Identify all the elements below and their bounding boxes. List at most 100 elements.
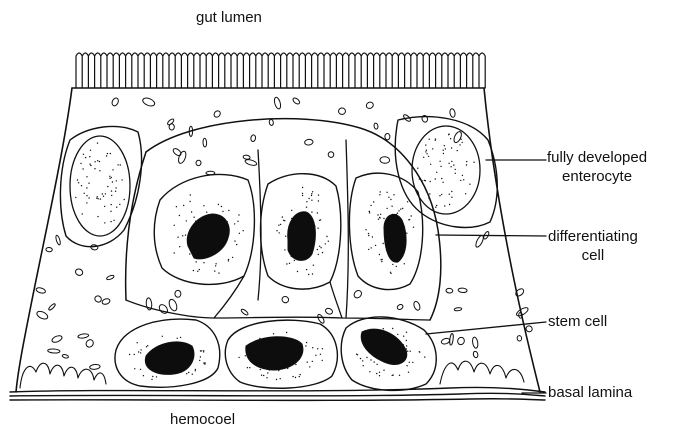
chromatin-dot	[190, 356, 191, 357]
chromatin-dot	[312, 191, 313, 192]
chromatin-dot	[393, 194, 394, 195]
chromatin-dot	[276, 230, 277, 231]
organelle	[338, 107, 346, 115]
chromatin-dot	[379, 372, 380, 373]
chromatin-dot	[423, 157, 424, 158]
chromatin-dot	[296, 361, 297, 362]
chromatin-dot	[97, 142, 98, 143]
enterocyte-nucleus-right	[412, 126, 480, 214]
enterocyte-nucleus-left	[70, 136, 130, 236]
chromatin-dot	[390, 255, 391, 256]
chromatin-dot	[325, 243, 326, 244]
organelle	[168, 298, 179, 312]
chromatin-dot	[99, 161, 100, 162]
chromatin-dot	[294, 260, 295, 261]
chromatin-dot	[206, 212, 207, 213]
chromatin-dot	[448, 163, 449, 164]
chromatin-dot	[82, 213, 83, 214]
chromatin-dot	[143, 375, 144, 376]
chromatin-dot	[449, 194, 450, 195]
organelle	[177, 150, 187, 164]
chromatin-dot	[227, 225, 228, 226]
chromatin-dot	[291, 218, 292, 219]
chromatin-dot	[428, 156, 429, 157]
chromatin-dot	[107, 186, 108, 187]
chromatin-dot	[145, 361, 146, 362]
chromatin-dot	[282, 216, 283, 217]
chromatin-dot	[117, 164, 118, 165]
chromatin-dot	[299, 359, 300, 360]
chromatin-dot	[379, 254, 380, 255]
label-fully-developed-line2: enterocyte	[547, 167, 647, 186]
chromatin-dot	[368, 233, 369, 234]
organelle	[244, 159, 257, 167]
organelle	[48, 303, 56, 311]
chromatin-dot	[383, 360, 384, 361]
chromatin-dot	[204, 362, 205, 363]
chromatin-dot	[306, 269, 307, 270]
microvilli-path	[76, 53, 485, 88]
chromatin-dot	[190, 242, 191, 243]
organelle	[240, 308, 249, 316]
chromatin-dot	[203, 228, 204, 229]
chromatin-dot	[124, 199, 125, 200]
chromatin-dot	[185, 351, 186, 352]
chromatin-dot	[406, 233, 407, 234]
chromatin-dot	[140, 352, 141, 353]
organelle	[441, 337, 451, 345]
chromatin-dot	[96, 198, 97, 199]
chromatin-dot	[451, 147, 452, 148]
chromatin-dot	[317, 348, 318, 349]
stem-nucleus-3	[361, 329, 407, 364]
chromatin-dot	[228, 259, 229, 260]
chromatin-dot	[196, 261, 197, 262]
chromatin-dot	[425, 151, 426, 152]
chromatin-dot	[86, 195, 87, 196]
chromatin-dot	[171, 368, 172, 369]
chromatin-dot	[390, 272, 391, 273]
chromatin-dot	[309, 366, 310, 367]
chromatin-dot	[381, 335, 382, 336]
chromatin-dot	[460, 180, 461, 181]
chromatin-dot	[112, 181, 113, 182]
chromatin-dot	[379, 194, 380, 195]
chromatin-dot	[399, 241, 400, 242]
chromatin-dot	[134, 368, 135, 369]
chromatin-dot	[440, 166, 441, 167]
chromatin-dot	[473, 162, 474, 163]
chromatin-dot	[374, 361, 375, 362]
chromatin-dot	[450, 166, 451, 167]
chromatin-dot	[174, 225, 175, 226]
chromatin-dot	[176, 363, 177, 364]
chromatin-dot	[408, 372, 409, 373]
organelle	[203, 138, 207, 147]
chromatin-dot	[140, 349, 141, 350]
chromatin-dot	[317, 212, 318, 213]
chromatin-dot	[383, 328, 384, 329]
chromatin-dot	[365, 229, 366, 230]
chromatin-dot	[393, 219, 394, 220]
chromatin-dot	[166, 355, 167, 356]
chromatin-dot	[394, 351, 395, 352]
microvilli-brush-border	[76, 53, 485, 88]
organelle	[472, 337, 479, 349]
chromatin-dot	[84, 193, 85, 194]
chromatin-dot	[311, 200, 312, 201]
chromatin-dot	[268, 366, 269, 367]
chromatin-dot	[429, 139, 430, 140]
chromatin-dot	[435, 138, 436, 139]
chromatin-dot	[310, 230, 311, 231]
chromatin-dot	[77, 179, 78, 180]
chromatin-dot	[103, 196, 104, 197]
chromatin-dot	[159, 371, 160, 372]
chromatin-dot	[313, 265, 314, 266]
chromatin-dot	[88, 197, 89, 198]
chromatin-dot	[443, 153, 444, 154]
chromatin-dot	[322, 348, 323, 349]
chromatin-dot	[388, 197, 389, 198]
chromatin-dot	[396, 214, 397, 215]
chromatin-dot	[104, 206, 105, 207]
chromatin-dot	[162, 372, 163, 373]
chromatin-dot	[396, 266, 397, 267]
